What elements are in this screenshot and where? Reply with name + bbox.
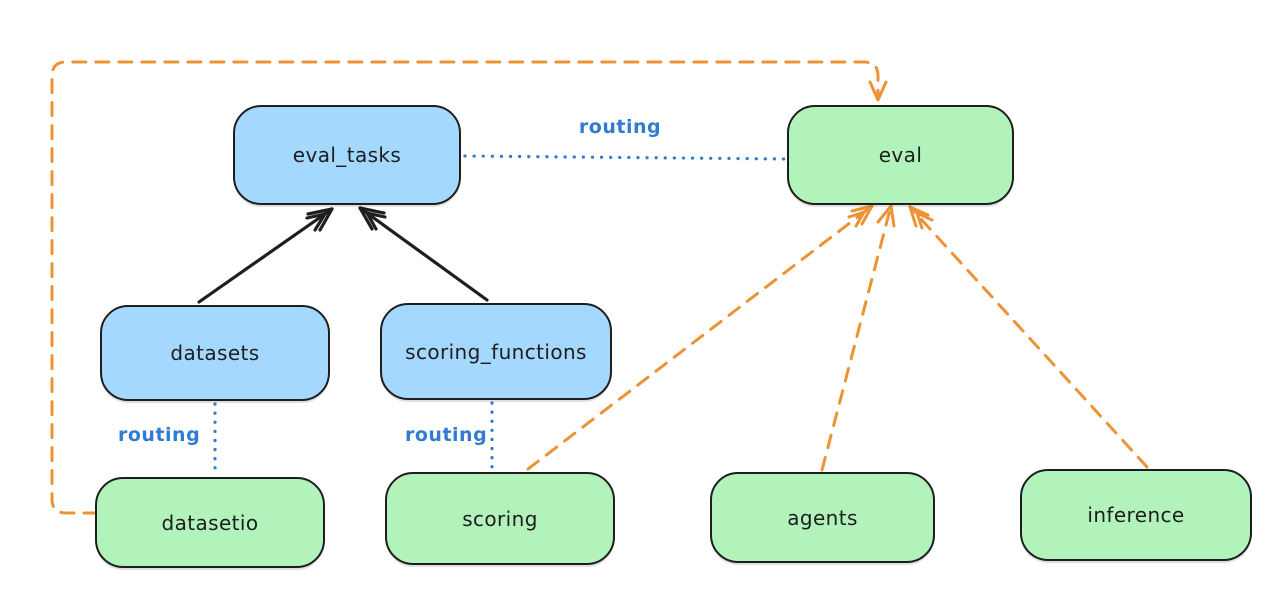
edge-label-routing-scoring-functions-scoring: routing: [405, 424, 488, 446]
edge-datasetio-to-eval-loop: [50, 60, 880, 515]
node-label: agents: [787, 505, 858, 530]
node-scoring: scoring: [385, 472, 615, 565]
arrowhead: [365, 211, 387, 231]
arrowhead: [908, 205, 930, 228]
node-eval: eval: [787, 105, 1014, 205]
node-datasets: datasets: [100, 305, 330, 401]
node-eval-tasks: eval_tasks: [233, 105, 461, 205]
edge-label-routing-datasets-datasetio: routing: [118, 424, 201, 446]
node-datasetio: datasetio: [95, 477, 325, 568]
edge-inference-to-eval: [908, 205, 1149, 469]
arrowhead: [358, 206, 386, 231]
arrowhead: [847, 210, 866, 228]
edge-eval-tasks-to-eval: [463, 154, 788, 161]
node-label: datasets: [170, 341, 260, 365]
arrowhead: [915, 211, 934, 230]
edge-scoring-to-eval: [526, 204, 874, 471]
arrowhead: [850, 204, 874, 226]
node-label: inference: [1087, 503, 1185, 527]
edge-datasets-to-eval-tasks: [197, 207, 334, 304]
edge-scoring-functions-to-eval-tasks: [358, 206, 489, 302]
arrowhead: [876, 204, 896, 228]
node-agents: agents: [710, 472, 935, 563]
edge-label-routing-eval-tasks-eval: routing: [578, 116, 662, 138]
node-label: datasetio: [161, 510, 259, 535]
node-label: scoring_functions: [405, 339, 587, 364]
arrowhead: [305, 212, 327, 232]
node-label: eval_tasks: [292, 143, 402, 167]
edge-agents-to-eval: [820, 204, 893, 472]
node-label: eval: [878, 143, 923, 167]
node-label: scoring: [462, 506, 538, 531]
node-scoring-functions: scoring_functions: [380, 303, 612, 400]
node-inference: inference: [1020, 469, 1252, 561]
arrowhead: [868, 80, 888, 102]
arrowhead: [306, 207, 334, 232]
